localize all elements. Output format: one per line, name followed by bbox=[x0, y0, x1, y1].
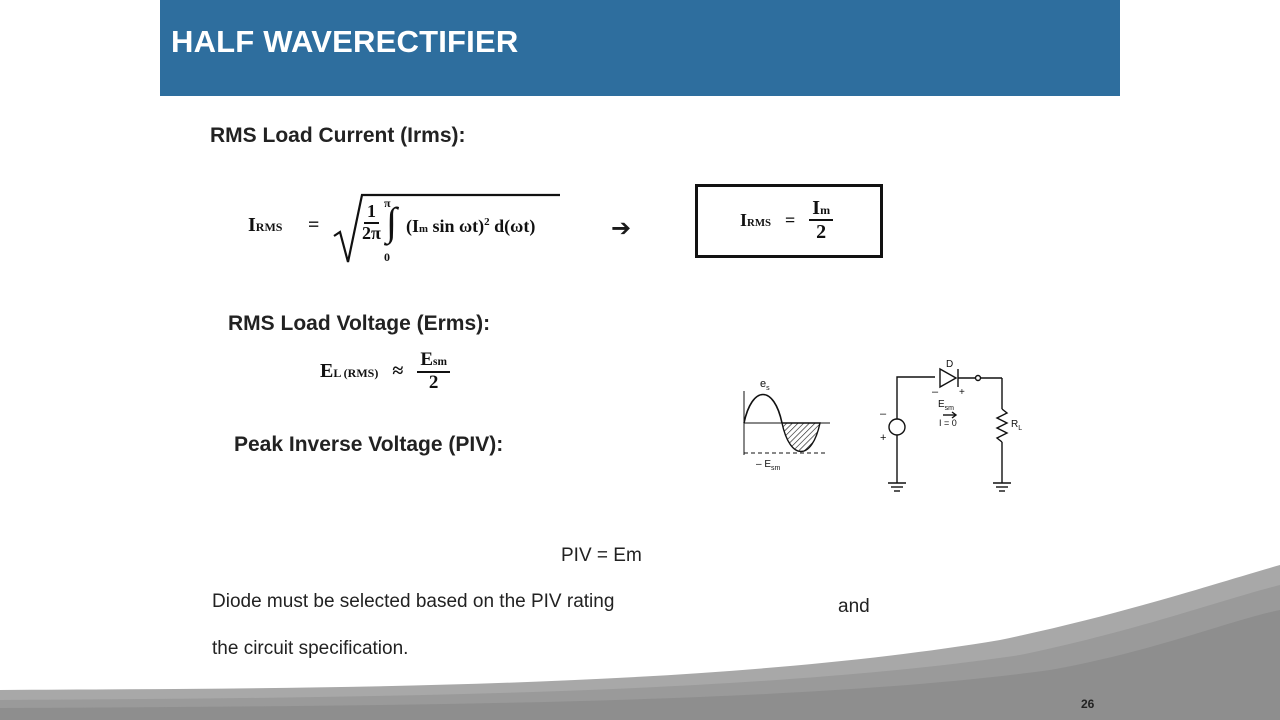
irms-integral-formula: IRMS = 1 2π π ∫ 0 (Im sin ωt)2 d(ωt) bbox=[248, 192, 563, 268]
piv-heading: Peak Inverse Voltage (PIV): bbox=[234, 433, 504, 456]
result-den: 2 bbox=[816, 221, 827, 243]
integral-sign: ∫ bbox=[386, 199, 397, 244]
neg-peak-label: – E bbox=[756, 459, 771, 470]
waveform-label-sub: s bbox=[766, 385, 770, 392]
load-label: R bbox=[1011, 419, 1018, 430]
slide-title: HALF WAVERECTIFIER bbox=[171, 24, 519, 59]
erms-lhs: E bbox=[320, 360, 334, 383]
rectifier-diagram: es – Esm D Esm I = 0 RL – + – + bbox=[743, 359, 1022, 492]
erms-num: E bbox=[420, 349, 434, 370]
load-label-sub: L bbox=[1018, 425, 1022, 432]
page-number: 26 bbox=[1081, 697, 1095, 711]
upper-limit: π bbox=[384, 196, 391, 210]
svg-text:RL: RL bbox=[1011, 419, 1022, 432]
body-line-1: Diode must be selected based on the PIV … bbox=[212, 591, 615, 612]
body-line-1-and: and bbox=[838, 596, 870, 617]
integrand-sub: m bbox=[419, 223, 428, 235]
source-plus: + bbox=[880, 432, 886, 444]
svg-text:Esm: Esm bbox=[938, 399, 954, 412]
circuit-icon bbox=[888, 367, 1011, 492]
erms-formula: EL (RMS) ≈ Esm 2 bbox=[320, 349, 450, 394]
erms-approx: ≈ bbox=[392, 360, 404, 383]
sqrt-symbol bbox=[333, 193, 560, 263]
svg-text:es: es bbox=[760, 378, 770, 392]
source-minus: – bbox=[880, 408, 887, 420]
coef-num: 1 bbox=[363, 201, 379, 224]
result-lhs-sub: RMS bbox=[747, 216, 772, 229]
erms-lhs-sub: L (RMS) bbox=[333, 366, 379, 381]
result-num-sub: m bbox=[820, 203, 831, 217]
waveform-icon bbox=[743, 391, 830, 455]
result-lhs: I bbox=[740, 209, 748, 230]
waveform-label: e bbox=[760, 378, 766, 390]
implies-arrow: ➔ bbox=[611, 215, 632, 242]
irms-lhs-sub: RMS bbox=[255, 220, 283, 234]
integrand-open: (I bbox=[406, 216, 419, 236]
irms-heading: RMS Load Current (Irms): bbox=[210, 124, 466, 147]
integrand-rest: sin ωt) bbox=[432, 216, 485, 236]
lower-limit: 0 bbox=[384, 250, 390, 264]
irms-lhs: I bbox=[248, 214, 256, 236]
svg-text:– Esm: – Esm bbox=[756, 459, 781, 472]
result-num: I bbox=[812, 197, 821, 219]
esm-label-sub: sm bbox=[945, 405, 955, 412]
erms-den: 2 bbox=[428, 371, 439, 393]
current-label: I = 0 bbox=[939, 418, 957, 428]
result-eq: = bbox=[785, 209, 796, 230]
integrand-diff: d(ωt) bbox=[494, 216, 536, 236]
neg-peak-label-sub: sm bbox=[771, 465, 781, 472]
erms-heading: RMS Load Voltage (Erms): bbox=[228, 312, 491, 335]
body-line-2: the circuit specification. bbox=[212, 638, 409, 659]
diode-minus: – bbox=[932, 386, 939, 398]
irms-result-box: IRMS = Im 2 bbox=[695, 184, 883, 258]
erms-num-sub: sm bbox=[433, 356, 447, 368]
diode-plus: + bbox=[959, 387, 965, 398]
coef-den: 2π bbox=[362, 222, 381, 243]
esm-label: E bbox=[938, 399, 945, 410]
piv-equation: PIV = Em bbox=[561, 545, 642, 566]
irms-eq: = bbox=[308, 214, 320, 236]
title-bar: HALF WAVERECTIFIER bbox=[160, 0, 1120, 96]
diode-label: D bbox=[946, 359, 953, 370]
integrand-power: 2 bbox=[484, 216, 490, 228]
